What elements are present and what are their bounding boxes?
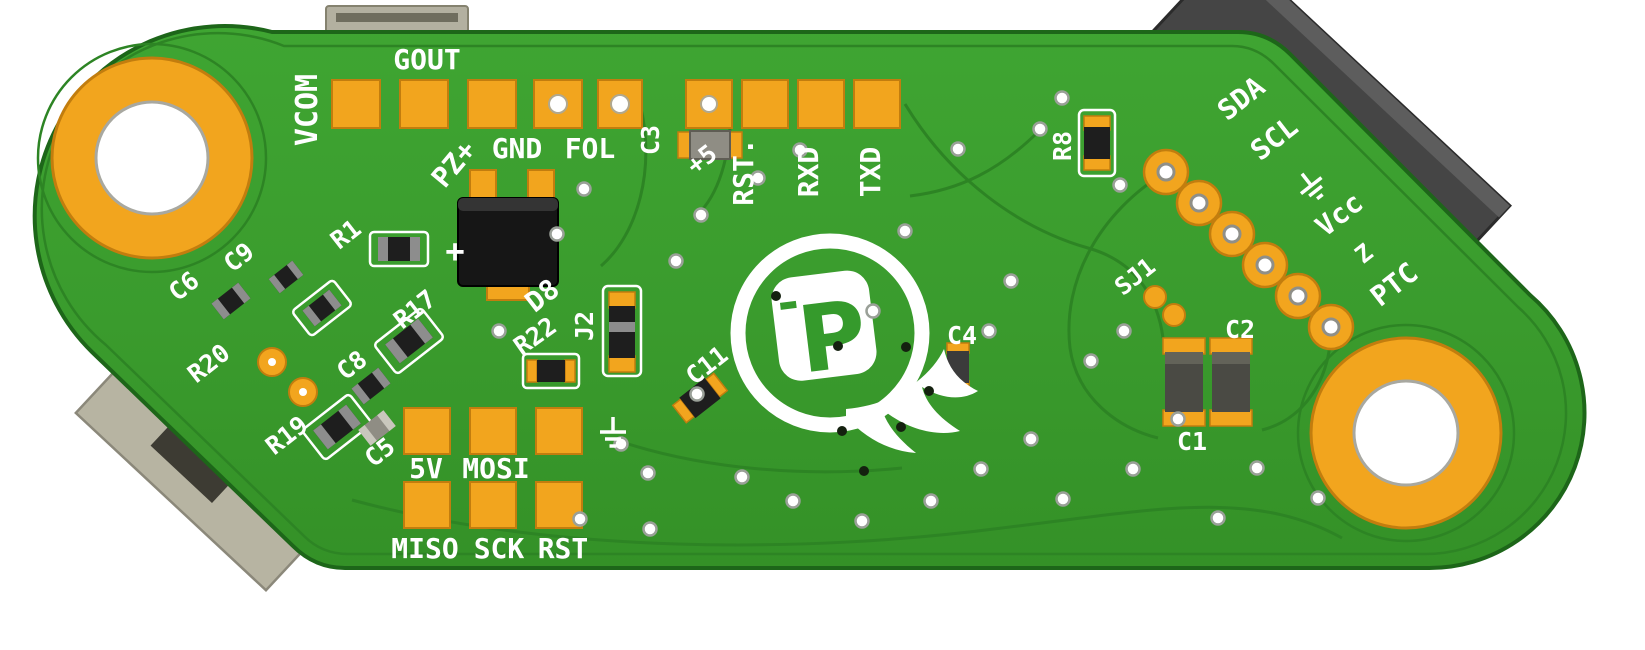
label-gout: GOUT: [393, 43, 460, 76]
label-5v: 5V: [409, 452, 443, 485]
pad-hole: [610, 94, 630, 114]
label-rxd: RXD: [792, 147, 825, 198]
drill-dot: [896, 422, 906, 432]
component-r8: [1077, 108, 1117, 178]
via: [950, 141, 966, 157]
label-c3: C3: [636, 125, 665, 155]
via: [1310, 490, 1326, 506]
via: [642, 521, 658, 537]
drill-dot: [771, 291, 781, 301]
via: [1170, 411, 1186, 427]
pad-row-right: [1142, 148, 1355, 351]
via: [572, 511, 588, 527]
pad: [403, 407, 451, 455]
via: [865, 303, 881, 319]
pad: [403, 481, 451, 529]
via: [668, 253, 684, 269]
via: [1083, 353, 1099, 369]
component-r19: [302, 393, 372, 461]
pad: [399, 79, 449, 129]
via: [1116, 323, 1132, 339]
pad-rst: [741, 79, 789, 129]
label-j2: J2: [570, 311, 599, 341]
drill-dot: [859, 466, 869, 476]
component-d8: [457, 169, 559, 301]
label-plus: +: [445, 232, 464, 270]
solder-jumper-sj1: [1143, 285, 1186, 327]
pad: [469, 407, 517, 455]
label-c4: C4: [947, 321, 977, 350]
via: [973, 461, 989, 477]
pad-vcom: [331, 79, 381, 129]
label-rst-bottom: RST: [538, 532, 589, 565]
component-j2: [601, 284, 643, 378]
drill-dot: [901, 342, 911, 352]
pad-hole: [700, 95, 718, 113]
via: [923, 493, 939, 509]
label-rst-top: RST.: [727, 138, 760, 205]
label-miso: MISO: [391, 532, 458, 565]
component-c1: [1209, 337, 1253, 427]
via: [897, 223, 913, 239]
component-r17: [374, 307, 444, 375]
label-txd: TXD: [854, 147, 887, 198]
label-fol: FOL: [565, 132, 616, 165]
drill-dot: [833, 341, 843, 351]
component-r1: [368, 230, 430, 268]
pad-rxd: [797, 79, 845, 129]
via: [1054, 90, 1070, 106]
component-c3: [677, 130, 743, 160]
pad: [467, 79, 517, 129]
via: [640, 465, 656, 481]
via: [981, 323, 997, 339]
via: [1125, 461, 1141, 477]
logo-dash: [779, 300, 797, 310]
right-mount-hole: [1309, 336, 1503, 530]
pad-hole: [548, 94, 568, 114]
pad-hole: [268, 358, 276, 366]
logo-ring: [730, 233, 930, 433]
label-gnd: GND: [492, 132, 543, 165]
pad-hole: [299, 388, 307, 396]
via: [1032, 121, 1048, 137]
via: [1249, 460, 1265, 476]
via: [785, 493, 801, 509]
via: [1210, 510, 1226, 526]
via: [734, 469, 750, 485]
component-c5: [358, 410, 396, 446]
label-vcom: VCOM: [290, 74, 325, 146]
via: [491, 323, 507, 339]
label-sck: SCK: [474, 532, 525, 565]
via: [576, 181, 592, 197]
component-r22: [521, 352, 581, 390]
logo-flames: [846, 349, 978, 453]
label-c1: C1: [1177, 427, 1207, 456]
label-mosi: MOSI: [462, 452, 529, 485]
drill-dot: [837, 426, 847, 436]
label-c2: C2: [1225, 315, 1255, 344]
via: [549, 226, 565, 242]
pad: [469, 481, 517, 529]
via: [1023, 431, 1039, 447]
pad: [535, 407, 583, 455]
component-smd: [292, 279, 352, 337]
logo-flag: [771, 270, 877, 381]
logo-letter: P: [793, 280, 873, 394]
connector-slot: [150, 413, 242, 503]
component-c6: [211, 282, 251, 320]
logo: P: [730, 233, 978, 453]
component-c2: [1162, 337, 1206, 427]
via: [1112, 177, 1128, 193]
component-c8: [351, 367, 391, 405]
label-r8: R8: [1048, 131, 1077, 161]
via: [1055, 491, 1071, 507]
via: [693, 207, 709, 223]
left-mount-hole: [50, 56, 254, 260]
via: [1003, 273, 1019, 289]
drill-dot: [924, 386, 934, 396]
pad-txd: [853, 79, 901, 129]
via: [854, 513, 870, 529]
component-c9: [268, 260, 304, 294]
